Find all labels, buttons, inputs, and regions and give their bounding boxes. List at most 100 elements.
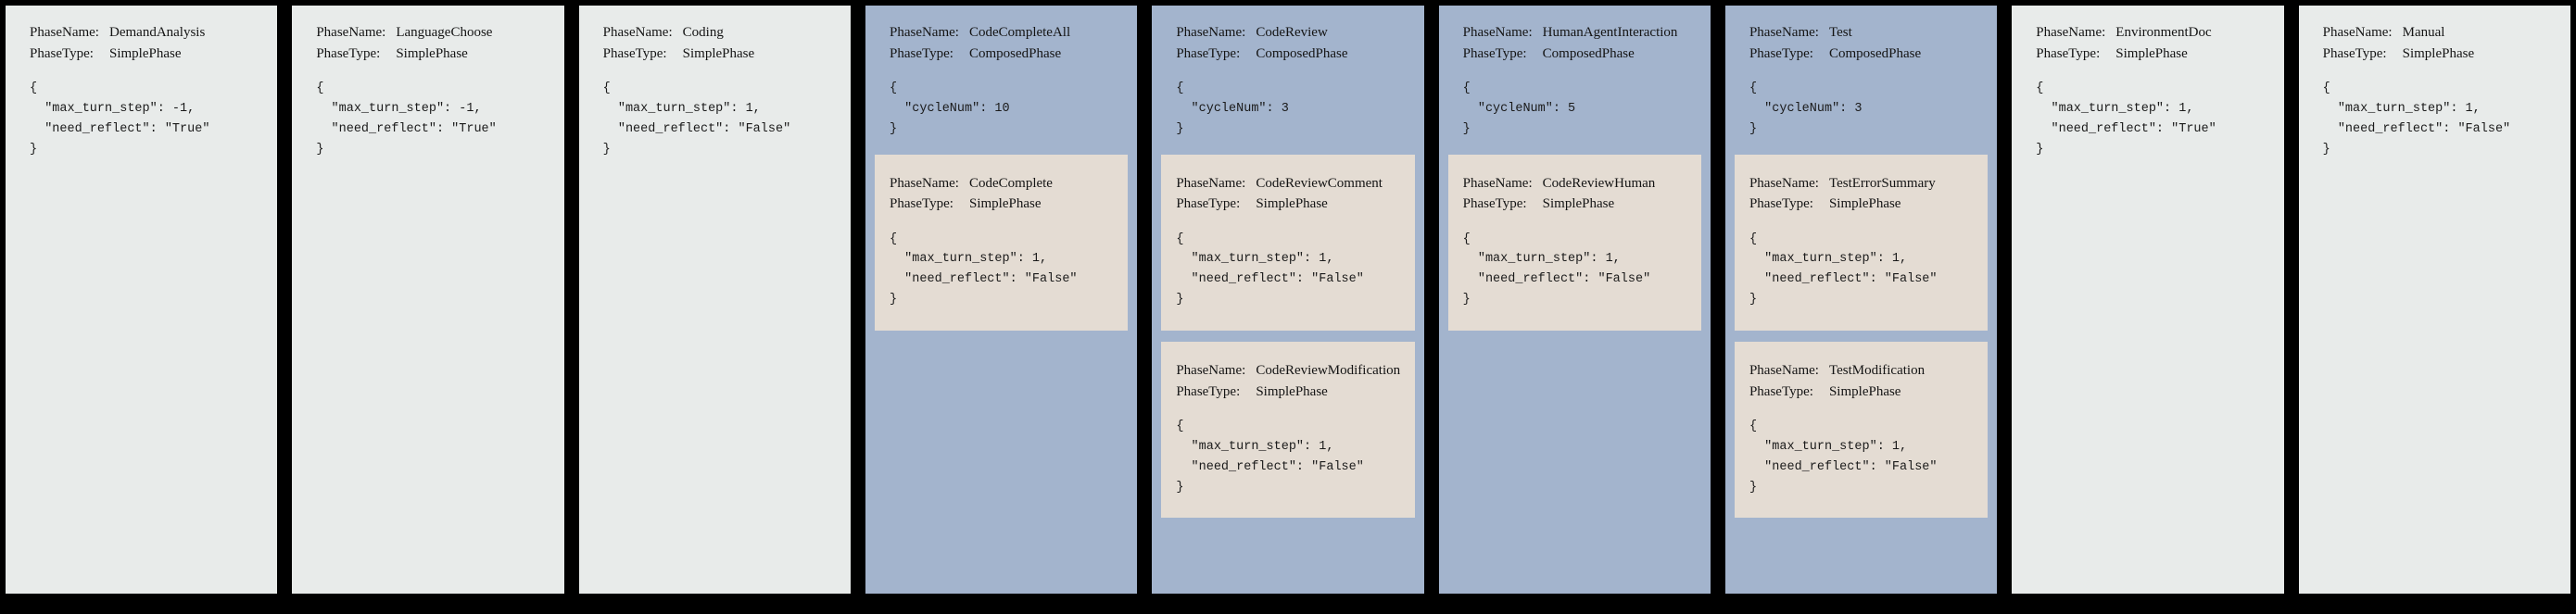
phase-name-key: PhaseName: (2036, 25, 2106, 40)
subphase-name-value: CodeReviewModification (1256, 363, 1401, 379)
subphase-name-key: PhaseName: (1749, 363, 1819, 379)
subphase-name-row: PhaseName: CodeReviewHuman (1463, 173, 1701, 194)
phase-name-value: Coding (682, 25, 724, 40)
subphase-type-value: SimplePhase (1542, 196, 1615, 212)
phase-type-value: ComposedPhase (1542, 45, 1635, 61)
phase-config-json: { "max_turn_step": -1, "need_reflect": "… (30, 81, 210, 157)
phase-config-json: { "cycleNum": 5 } (1462, 81, 1576, 136)
phase-type-value: SimplePhase (682, 45, 755, 61)
subphase-type-row: PhaseType: SimplePhase (1463, 194, 1701, 215)
phase-type-row: PhaseType: SimplePhase (603, 44, 838, 65)
phase-name-key: PhaseName: (602, 25, 673, 40)
subphase-name-key: PhaseName: (1462, 175, 1533, 191)
subphase-config-json: { "max_turn_step": 1, "need_reflect": "F… (889, 232, 1078, 307)
subphase-name-value: CodeReviewHuman (1542, 175, 1656, 191)
composed-filler (1725, 529, 1997, 594)
subphase-type-row: PhaseType: SimplePhase (1176, 194, 1414, 215)
phase-type-row: PhaseType: ComposedPhase (1463, 44, 1698, 65)
subphase-name-key: PhaseName: (1176, 175, 1246, 191)
subphase-type-row: PhaseType:SimplePhase (890, 194, 1128, 215)
subphase-type-value: SimplePhase (1828, 383, 1901, 399)
phase-type-row: PhaseType:ComposedPhase (1176, 44, 1410, 65)
subphase-name-key: PhaseName: (889, 175, 959, 191)
phase-type-key: PhaseType: (602, 45, 667, 61)
phase-type-key: PhaseType: (2036, 45, 2101, 61)
phase-type-key: PhaseType: (889, 45, 953, 61)
subphase-type-value: SimplePhase (1256, 383, 1328, 399)
phase-name-value: Manual (2402, 25, 2445, 40)
phase-config-json: { "max_turn_step": -1, "need_reflect": "… (316, 81, 497, 157)
subphase-name-value: CodeComplete (968, 175, 1053, 191)
phase-config-json: { "cycleNum": 10 } (889, 81, 1010, 136)
subphase-name-row: PhaseName:TestModification (1749, 360, 1988, 382)
subphase-name-key: PhaseName: (1749, 175, 1819, 191)
subphase-name-key: PhaseName: (1176, 363, 1246, 379)
subphase-type-key: PhaseType: (1176, 196, 1241, 212)
subphase-name-row: PhaseName: CodeComplete (890, 173, 1128, 194)
phase-config-json: { "max_turn_step": 1, "need_reflect": "F… (2322, 81, 2511, 157)
phase-type-value: ComposedPhase (968, 45, 1062, 61)
subphase-name-row: PhaseName: TestErrorSummary (1749, 173, 1988, 194)
subphase-config-json: { "max_turn_step": 1, "need_reflect": "F… (1462, 232, 1651, 307)
subphase-config-json: { "max_turn_step": 1, "need_reflect": "F… (1176, 232, 1364, 307)
phase-config-json: { "max_turn_step": 1, "need_reflect": "T… (2036, 81, 2216, 157)
phase-type-row: PhaseType:ComposedPhase (1749, 44, 1984, 65)
phase-type-row: PhaseType:SimplePhase (316, 44, 550, 65)
phase-name-key: PhaseName: (889, 25, 959, 40)
subphase-type-row: PhaseType: SimplePhase (1176, 382, 1414, 403)
phase-type-key: PhaseType: (1749, 45, 1813, 61)
phase-name-row: PhaseName:CodeReview (1176, 22, 1410, 44)
phase-type-row: PhaseType: ComposedPhase (890, 44, 1124, 65)
phase-name-value: CodeCompleteAll (968, 25, 1071, 40)
phase-name-row: PhaseName: Manual (2323, 22, 2557, 44)
phase-type-value: SimplePhase (2402, 45, 2475, 61)
phase-name-key: PhaseName: (30, 25, 99, 40)
phase-type-key: PhaseType: (1462, 45, 1527, 61)
subphase-name-row: PhaseName: CodeReviewModification (1176, 360, 1414, 382)
subphase-name-value: CodeReviewComment (1256, 175, 1383, 191)
phase-type-value: SimplePhase (2115, 45, 2188, 61)
composed-filler (1439, 342, 1711, 594)
phase-name-row: PhaseName:HumanAgentInteraction (1463, 22, 1698, 44)
phase-name-key: PhaseName: (2322, 25, 2393, 40)
phase-name-value: EnvironmentDoc (2115, 25, 2212, 40)
phase-type-key: PhaseType: (316, 45, 381, 61)
phase-config-json: { "max_turn_step": 1, "need_reflect": "F… (602, 81, 791, 157)
phase-type-key: PhaseType: (2322, 45, 2387, 61)
subphase-config-json: { "max_turn_step": 1, "need_reflect": "F… (1749, 232, 1938, 307)
phase-type-row: PhaseType:SimplePhase (30, 44, 264, 65)
subphase-name-value: TestErrorSummary (1828, 175, 1936, 191)
composed-filler (1152, 529, 1423, 594)
phase-name-row: PhaseName:Test (1749, 22, 1984, 44)
phase-name-key: PhaseName: (1462, 25, 1533, 40)
subphase-type-row: PhaseType:SimplePhase (1749, 194, 1988, 215)
subphase-type-value: SimplePhase (968, 196, 1042, 212)
subphase-type-key: PhaseType: (1176, 383, 1241, 399)
phase-name-key: PhaseName: (316, 25, 386, 40)
subphase-type-value: SimplePhase (1256, 196, 1328, 212)
subphase-config-json: { "max_turn_step": 1, "need_reflect": "F… (1176, 420, 1364, 495)
subphase-config-json: { "max_turn_step": 1, "need_reflect": "F… (1749, 420, 1938, 495)
phase-name-value: Test (1828, 25, 1852, 40)
subphase-type-key: PhaseType: (1462, 196, 1527, 212)
